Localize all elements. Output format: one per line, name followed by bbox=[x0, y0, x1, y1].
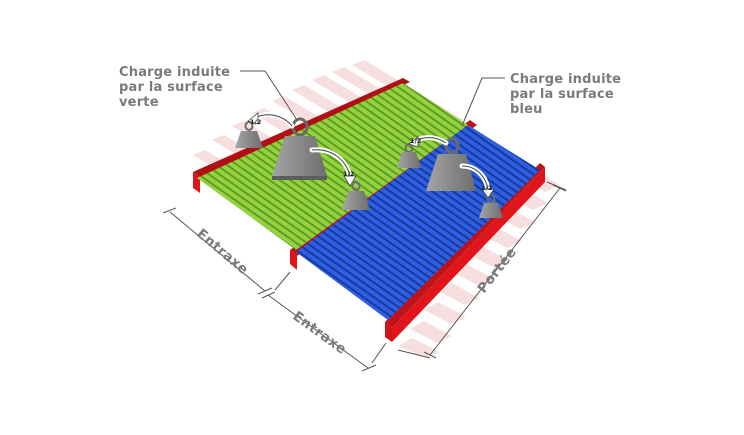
leader-green bbox=[240, 70, 298, 121]
entraxe-1-line bbox=[169, 211, 266, 292]
entraxe-label-2: Entraxe bbox=[290, 308, 350, 358]
weight-small-green-left bbox=[235, 121, 263, 148]
callout-leaders bbox=[240, 70, 505, 127]
portee-line bbox=[429, 187, 561, 356]
weight-large-green bbox=[272, 117, 327, 180]
joist-end bbox=[398, 338, 440, 358]
arrow-heads bbox=[247, 112, 495, 199]
joist-end bbox=[452, 264, 494, 286]
joist-end bbox=[410, 321, 452, 343]
beam-back-top bbox=[193, 172, 200, 193]
leader-blue bbox=[461, 77, 505, 127]
beam-back bbox=[193, 78, 410, 177]
dimension-lines bbox=[162, 181, 567, 372]
green-surface bbox=[197, 83, 468, 250]
entraxe-2-line bbox=[267, 294, 369, 369]
weight-small-blue-right bbox=[479, 194, 503, 218]
callout-blue-surface: Charge induite par la surface bleu bbox=[510, 72, 622, 117]
weight-large-blue bbox=[426, 137, 476, 191]
beam-front-end bbox=[385, 322, 392, 342]
half-label-3: 1/2 bbox=[410, 137, 421, 145]
beam-front-side bbox=[392, 167, 545, 342]
callout-green-surface: Charge induite par la surface verte bbox=[119, 65, 231, 110]
weight-small-green-right bbox=[342, 181, 370, 210]
joist-end bbox=[438, 283, 480, 305]
half-label-1: 1/2 bbox=[250, 118, 261, 126]
half-label-2: 1/2 bbox=[343, 170, 354, 178]
entraxe-label-1: Entraxe bbox=[193, 226, 251, 278]
joist-end bbox=[424, 302, 466, 324]
half-label-4: 1/2 bbox=[481, 184, 492, 192]
beam-middle-end bbox=[290, 250, 297, 270]
